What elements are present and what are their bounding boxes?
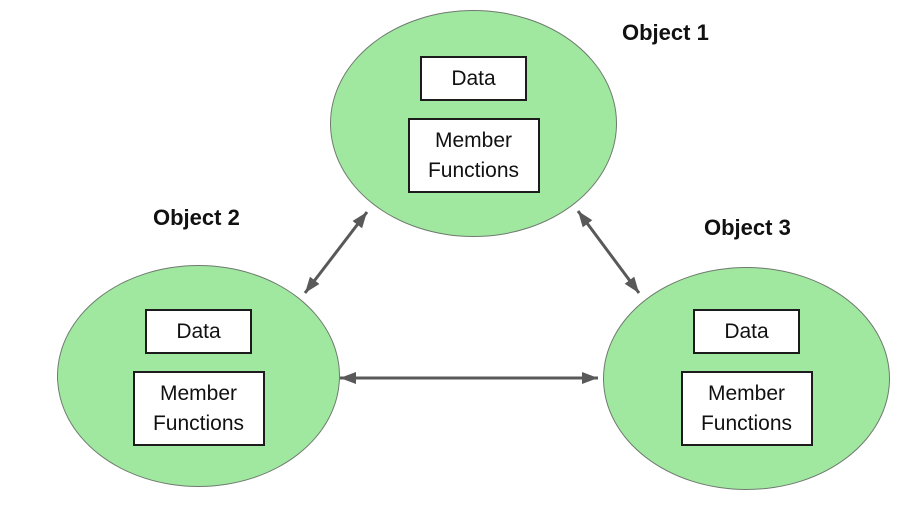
- object-1-data-box: Data: [420, 56, 527, 101]
- arrow-object1-object3: [576, 210, 641, 294]
- object-1-ellipse: Data Member Functions: [330, 10, 617, 237]
- object-2-ellipse: Data Member Functions: [57, 265, 340, 487]
- object-2-data-box: Data: [145, 309, 252, 354]
- object-3-data-box: Data: [693, 309, 800, 354]
- object-1-member-functions-box: Member Functions: [407, 118, 540, 193]
- object-1-label: Object 1: [622, 20, 709, 45]
- object-3-ellipse: Data Member Functions: [603, 267, 890, 490]
- object-3-label: Object 3: [704, 215, 791, 240]
- object-2-label: Object 2: [153, 205, 240, 230]
- arrow-object1-object2: [303, 211, 369, 294]
- object-3-member-functions-box: Member Functions: [680, 371, 813, 446]
- object-2-member-functions-box: Member Functions: [132, 371, 265, 446]
